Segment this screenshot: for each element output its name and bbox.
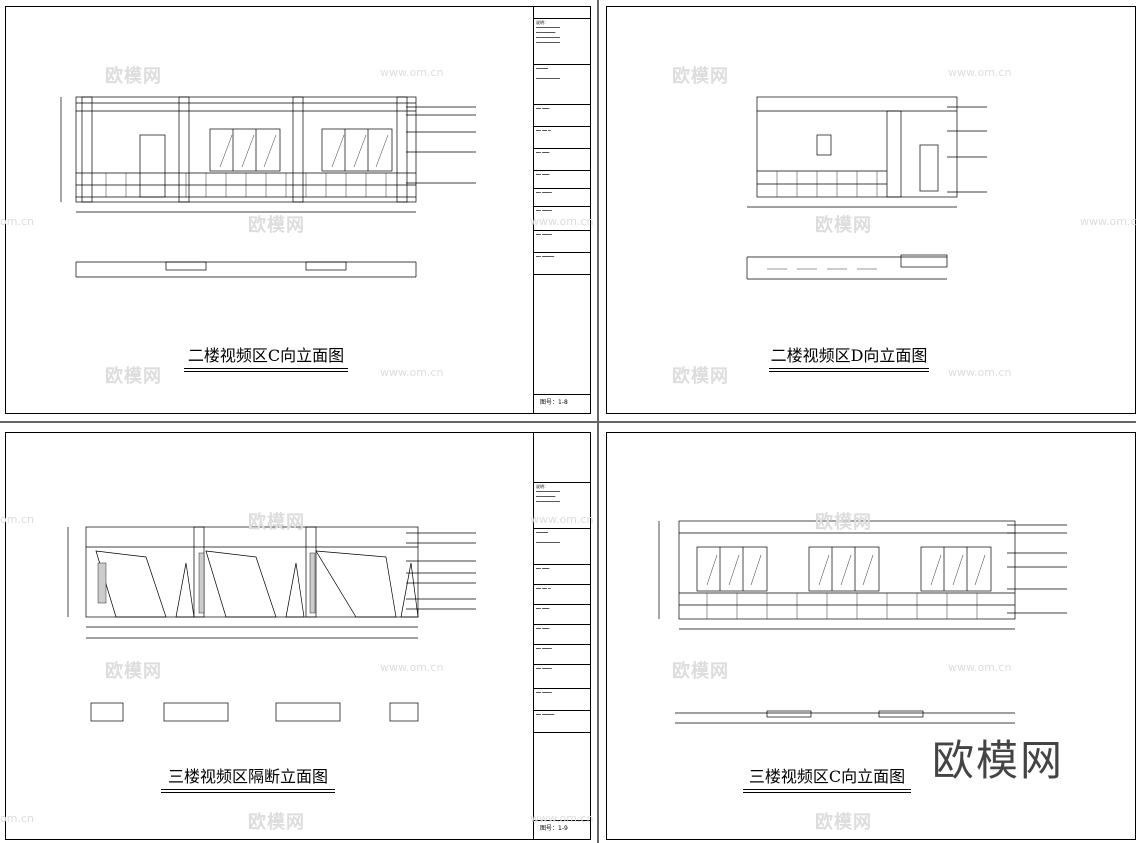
watermark-brand: 欧模网 (815, 812, 872, 833)
watermark-brand: 欧模网 (672, 66, 729, 87)
title-block: 说明：━━━━━━━━━━━━━━━━━━━━━━━━━━━━━━━━━━━━━… (533, 7, 590, 413)
sheet-1: 说明：━━━━━━━━━━━━━━━━━━━━━━━━━━━━━━━━━━━━━… (5, 6, 591, 414)
drawing-title: 三楼视频区隔断立面图 (161, 763, 335, 793)
watermark-brand: 欧模网 (815, 215, 872, 236)
watermark-url: om.cn (0, 513, 34, 526)
logo-watermark: 欧模网 (932, 736, 1065, 785)
watermark-brand: 欧模网 (105, 366, 162, 387)
sheet-3: 说明：━━━━━━━━━━━━━━━━━━━━━━━━━━━━ ━━━━━━━━… (5, 432, 591, 840)
elevation-drawing-c-3f (658, 520, 1067, 724)
watermark-url: www.om.cn (530, 513, 594, 526)
partition-elevation-3f (67, 526, 476, 722)
watermark-brand: 欧模网 (672, 366, 729, 387)
watermark-url: om.cn (0, 215, 34, 228)
watermark-url: www.om.cn (380, 66, 444, 79)
watermark-url: www.om.cn (530, 812, 594, 825)
elevation-drawing-d-2f (746, 96, 987, 280)
sheet-2: 二楼视频区D向立面图 (606, 6, 1136, 414)
sheet-number: 图号：1-8 (534, 394, 590, 411)
sheet-number: 图号：1-9 (534, 820, 590, 837)
watermark-brand: 欧模网 (248, 512, 305, 533)
watermark-url: www.om.cn (380, 661, 444, 674)
watermark-url: www.om.cn (380, 366, 444, 379)
watermark-brand: 欧模网 (105, 66, 162, 87)
watermark-url: www.om.cn (948, 366, 1012, 379)
title-block-notes: 说明：━━━━━━━━━━━━━━━━━━━━━━━━━━━━━━━━━━━━━… (534, 19, 590, 65)
watermark-url: om.cn (0, 812, 34, 825)
watermark-brand: 欧模网 (248, 812, 305, 833)
elevation-drawing-c-2f (60, 96, 476, 278)
watermark-brand: 欧模网 (105, 661, 162, 682)
title-block: 说明：━━━━━━━━━━━━━━━━━━━━━━━━━━━━ ━━━━━━━━… (533, 433, 590, 839)
watermark-brand: 欧模网 (672, 661, 729, 682)
title-block-project: ━━━━━━━━━━━━━━━ (534, 65, 590, 105)
watermark-url: www.om.cn (948, 66, 1012, 79)
drawing-title: 三楼视频区C向立面图 (743, 763, 911, 793)
drawing-title: 二楼视频区D向立面图 (769, 342, 929, 372)
drawing-title: 二楼视频区C向立面图 (184, 342, 348, 372)
watermark-url: www.om.cn (1080, 215, 1136, 228)
watermark-brand: 欧模网 (248, 215, 305, 236)
watermark-url: www.om.cn (948, 661, 1012, 674)
horizontal-divider (0, 421, 1136, 423)
watermark-url: www.om.cn (530, 215, 594, 228)
watermark-brand: 欧模网 (815, 512, 872, 533)
